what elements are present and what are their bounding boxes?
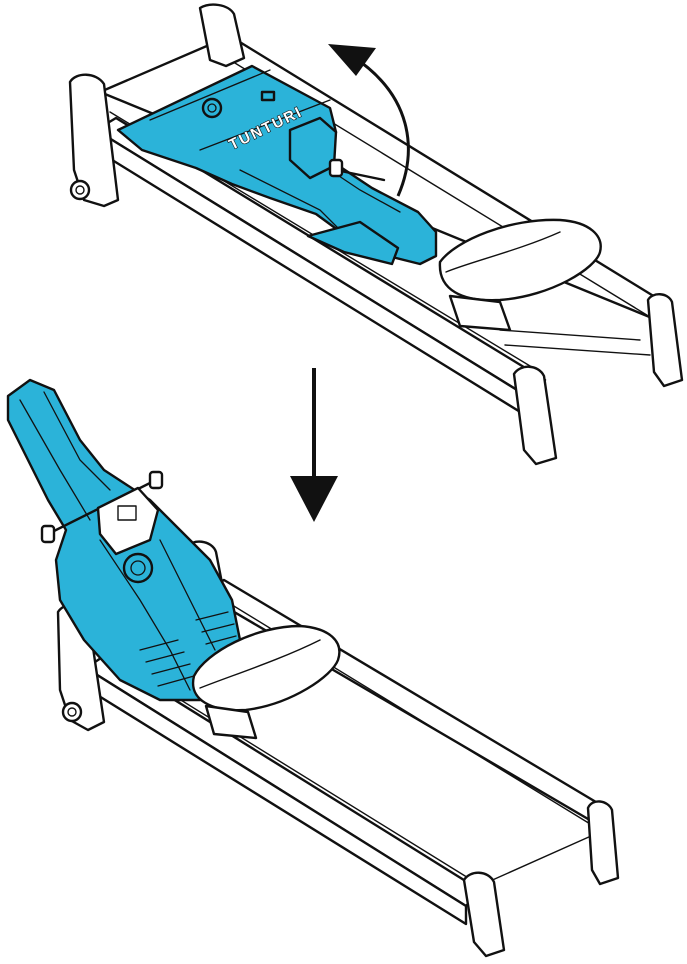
curved-lift-arrowhead <box>328 44 376 76</box>
top-rear-foot-near <box>68 73 120 208</box>
bottom-transport-wheel <box>61 701 83 723</box>
top-seat-base <box>448 294 512 332</box>
bottom-seat-base <box>204 704 258 740</box>
rower-standing-upright <box>6 378 620 958</box>
bottom-footrests <box>139 611 237 687</box>
down-arrow <box>290 368 338 522</box>
top-flywheel-housing <box>116 64 438 266</box>
top-front-foot-near <box>512 365 558 466</box>
top-front-foot-far <box>646 293 684 388</box>
curved-lift-arrow <box>351 54 410 197</box>
top-rear-foot-far <box>198 3 246 68</box>
bottom-front-foot-far <box>586 800 620 886</box>
rower-lying-flat: TUNTURI <box>68 3 684 466</box>
top-transport-wheel <box>69 179 91 201</box>
bottom-front-foot-near <box>462 871 506 958</box>
bottom-console <box>96 486 160 556</box>
